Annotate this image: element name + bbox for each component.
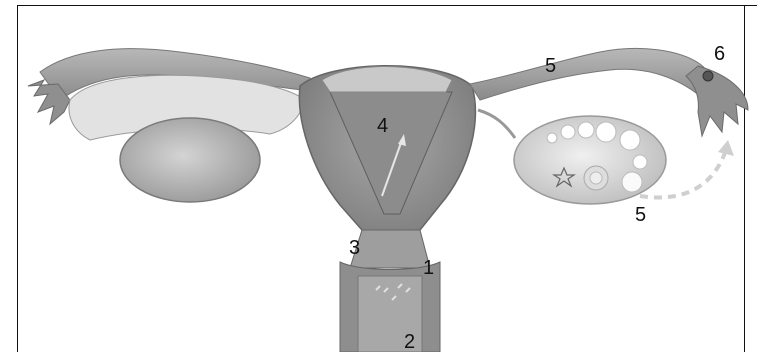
follicle (561, 125, 575, 139)
follicle (578, 122, 594, 138)
label-4: 4 (377, 116, 388, 136)
follicle (620, 130, 640, 150)
label-5-ovary: 5 (635, 205, 646, 225)
right-ovarian-ligament (478, 110, 515, 138)
right-fallopian-tube (470, 48, 711, 100)
follicle (596, 122, 616, 142)
corpus-luteum (622, 172, 642, 192)
cervix (350, 230, 430, 268)
label-6: 6 (714, 44, 725, 64)
label-3: 3 (349, 238, 360, 258)
ovum-in-tube (703, 71, 713, 81)
ovulation-arrow-head (718, 140, 734, 156)
follicle (590, 172, 602, 184)
label-5-tube: 5 (545, 56, 556, 76)
right-fimbriae (686, 66, 748, 136)
label-2: 2 (404, 332, 415, 352)
label-1: 1 (423, 258, 434, 278)
follicle (633, 155, 647, 169)
follicle (547, 133, 557, 143)
left-ovary (120, 118, 260, 202)
